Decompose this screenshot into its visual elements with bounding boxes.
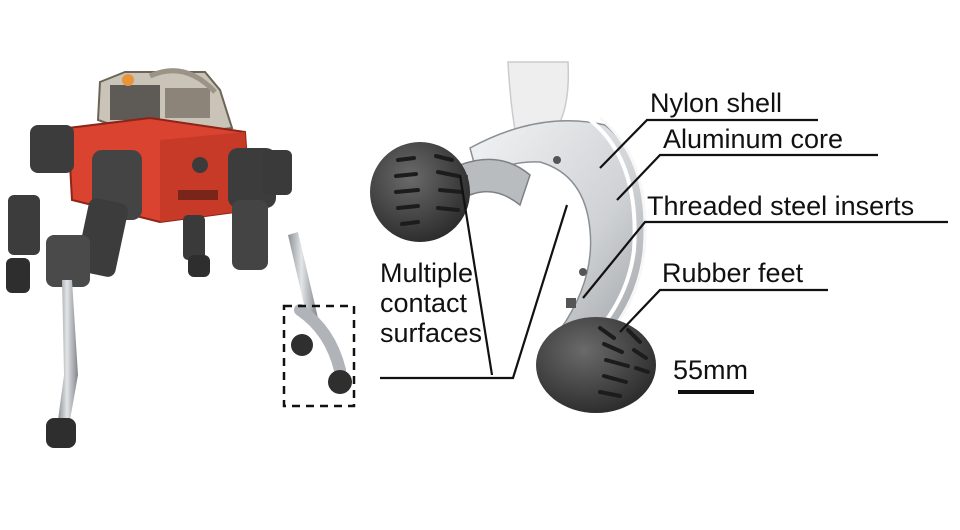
label-multiple-line1: Multiple (380, 258, 474, 288)
leader-rubber-feet (619, 288, 828, 333)
leg-tube (507, 61, 570, 131)
label-threaded-steel-inserts: Threaded steel inserts (647, 191, 915, 221)
rubber-foot-upper (370, 142, 470, 242)
leader-multiple-contact-2 (458, 174, 494, 376)
threaded-insert-2 (553, 156, 561, 164)
label-multiple-line2: contact (380, 288, 468, 319)
label-rubber-feet: Rubber feet (662, 258, 804, 288)
leader-threaded-steel-inserts (582, 220, 948, 299)
rubber-foot-lower (536, 317, 656, 413)
label-scale: 55mm (673, 355, 749, 385)
highlight-box (282, 304, 356, 408)
label-nylon-shell: Nylon shell (650, 88, 783, 118)
robot-leg-front (30, 125, 142, 448)
robot-illustration (6, 68, 352, 448)
robot-leg-far (6, 195, 210, 293)
label-multiple-contact-surfaces: Multiple contact surfaces (380, 258, 482, 349)
aluminum-core-stripe (588, 118, 637, 342)
label-multiple-line3: surfaces (380, 318, 483, 349)
leader-aluminum-core (616, 153, 878, 201)
leader-lines (380, 118, 948, 380)
foot-detail-illustration (370, 61, 656, 413)
threaded-insert-3 (579, 268, 587, 276)
threaded-insert-4 (566, 298, 576, 308)
robot-leg-rear (228, 148, 318, 322)
robot-foot-detail (291, 304, 352, 394)
label-aluminum-core: Aluminum core (663, 124, 844, 154)
leader-multiple-contact-1 (380, 204, 569, 380)
leader-nylon-shell (599, 118, 818, 169)
